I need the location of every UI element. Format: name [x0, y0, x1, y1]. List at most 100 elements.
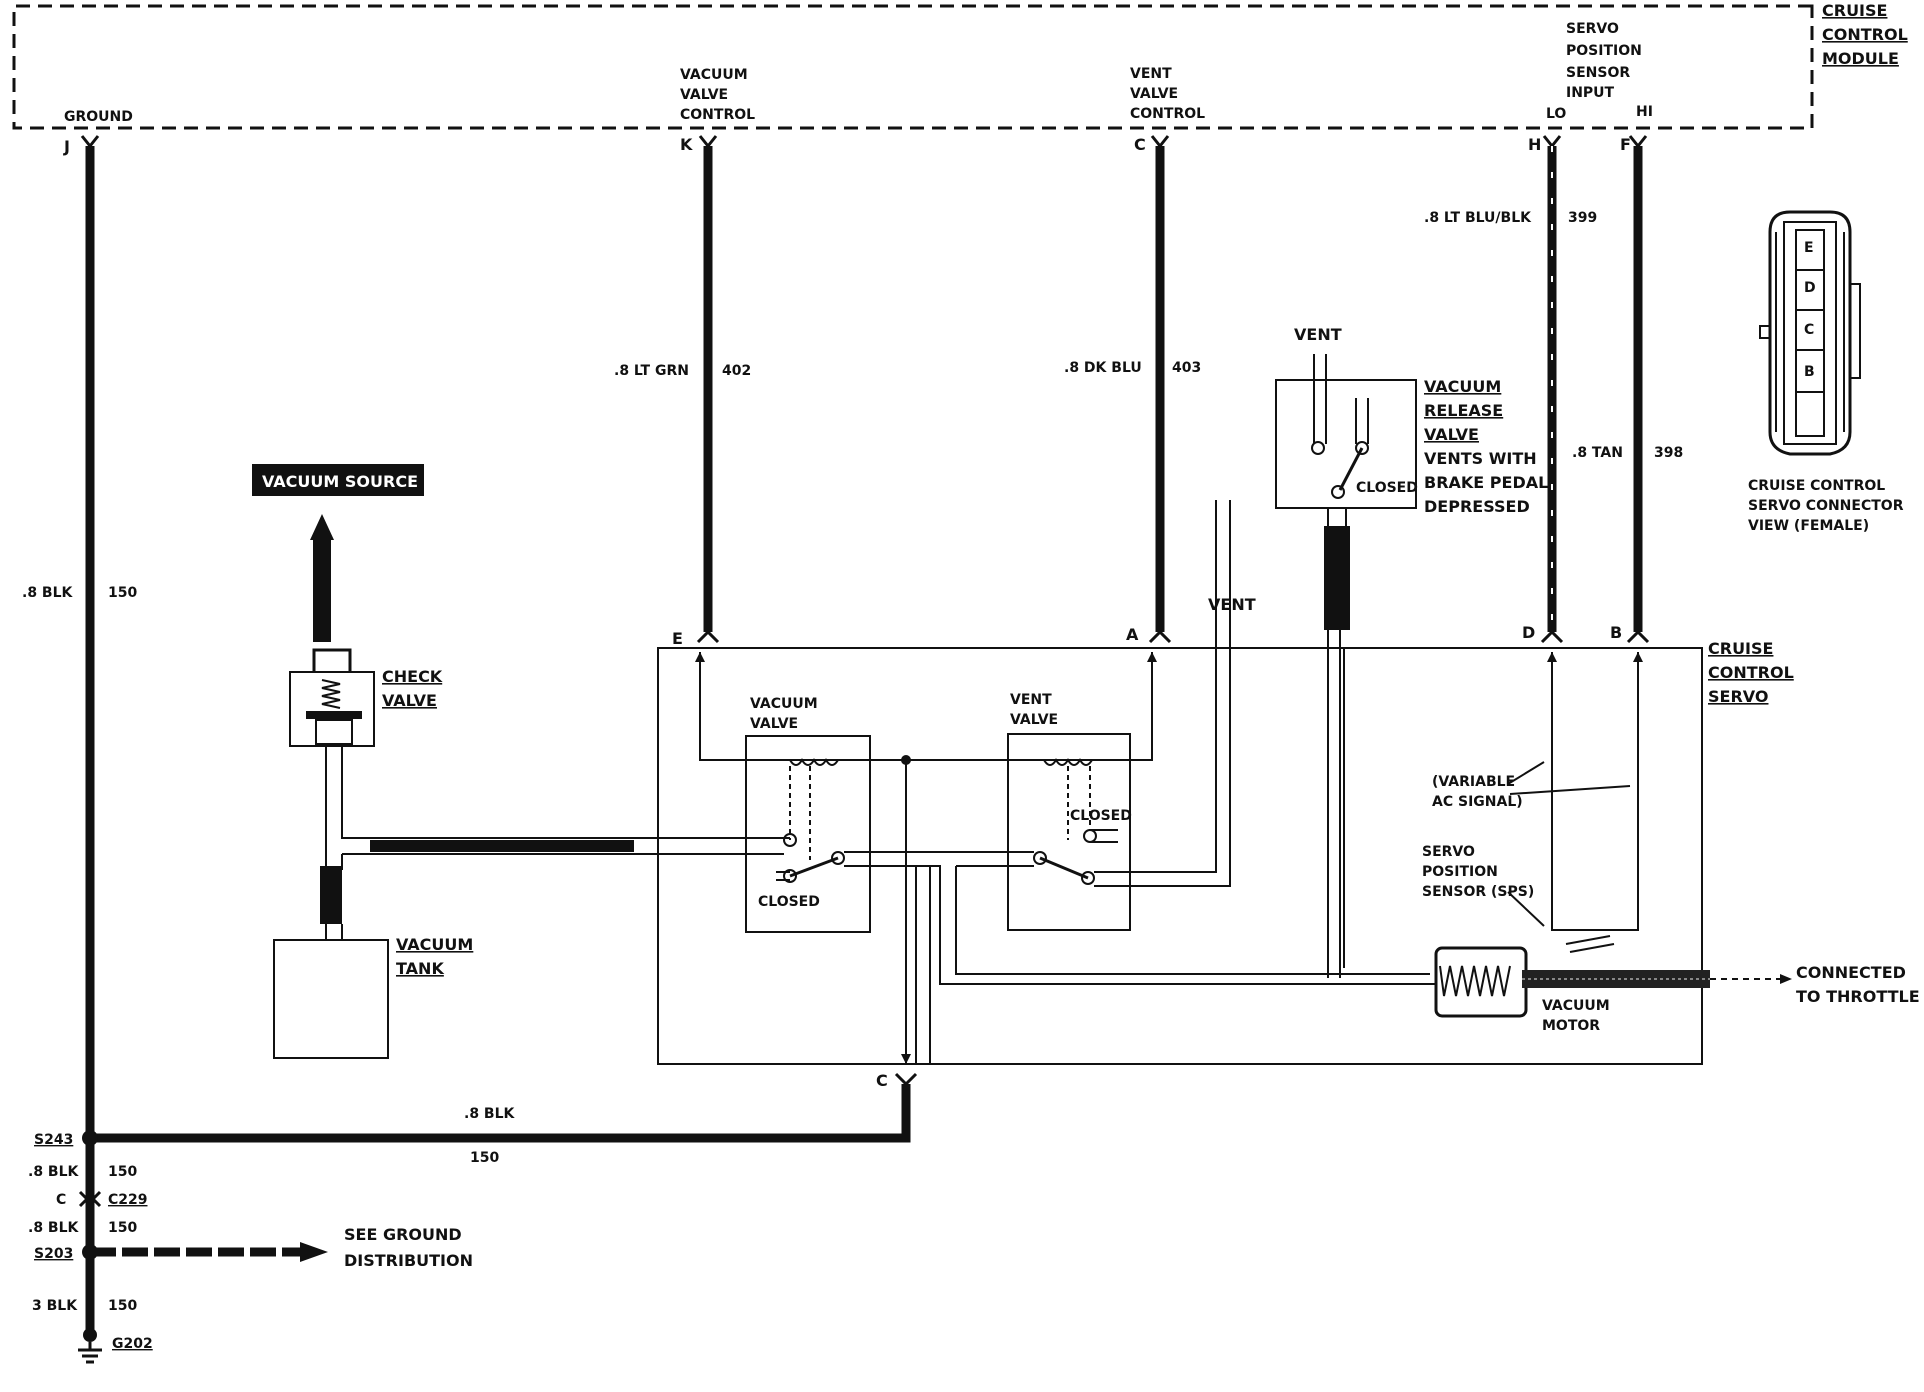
vacuum-source: VACUUM SOURCE	[252, 464, 424, 642]
conn-caption-1: CRUISE CONTROL	[1748, 478, 1885, 494]
closed-vent-label: CLOSED	[1070, 808, 1132, 824]
vacuum-release-2: RELEASE	[1424, 401, 1503, 420]
closed-vacuum-label: CLOSED	[758, 894, 820, 910]
vacuum-valve-coil-icon	[789, 758, 839, 766]
servo-title-2: CONTROL	[1708, 663, 1794, 682]
tan-label: .8 TAN	[1572, 445, 1623, 461]
blk-2-label: .8 BLK	[28, 1164, 80, 1180]
terminal-c	[1150, 135, 1170, 149]
blk-4-num: 150	[108, 1298, 137, 1314]
pin-f: F	[1620, 135, 1631, 154]
servo-pin-a: A	[1126, 625, 1139, 644]
vacuum-release-desc-3: DEPRESSED	[1424, 497, 1530, 516]
terminal-f	[1628, 135, 1648, 149]
vacuum-valve-1: VACUUM	[750, 696, 818, 712]
c229-label: C229	[108, 1192, 148, 1208]
ground-symbol-icon	[78, 1342, 102, 1364]
conn-pin-d: D	[1804, 280, 1816, 296]
terminal-h	[1542, 135, 1562, 149]
sps-2: POSITION	[1422, 864, 1498, 880]
servo-title-3: SERVO	[1708, 687, 1768, 706]
conn-pin-c: C	[1804, 322, 1814, 338]
vacuum-release-desc-1: VENTS WITH	[1424, 449, 1537, 468]
vacuum-motor-1: VACUUM	[1542, 998, 1610, 1014]
terminal-k	[698, 135, 718, 149]
module-pins: J K C H F	[63, 135, 1648, 156]
lt-blu-blk-label: .8 LT BLU/BLK	[1424, 210, 1532, 226]
closed-release-label: CLOSED	[1356, 480, 1418, 496]
vent-mid-label: VENT	[1208, 595, 1256, 614]
pin-h: H	[1528, 135, 1541, 154]
sps-input-3: SENSOR	[1566, 65, 1630, 81]
module-title-1: CRUISE	[1822, 1, 1887, 20]
ground-wire-label: .8 BLK	[22, 585, 74, 601]
vacuum-tank: VACUUM TANK	[273, 924, 473, 1059]
vent-valve-control-1: VENT	[1130, 66, 1172, 82]
vacuum-valve: VACUUM VALVE CLOSED	[745, 696, 871, 933]
hi-label: HI	[1636, 104, 1653, 120]
check-valve-1: CHECK	[382, 667, 443, 686]
vacuum-source-label: VACUUM SOURCE	[262, 472, 418, 491]
vacuum-motor-2: MOTOR	[1542, 1018, 1600, 1034]
throttle-1: CONNECTED	[1796, 963, 1906, 982]
sps-input-2: POSITION	[1566, 43, 1642, 59]
vacuum-motor: VACUUM MOTOR CONNECTED TO THROTTLE	[1434, 946, 1920, 1034]
vacuum-release-1: VACUUM	[1424, 377, 1501, 396]
pin-j: J	[63, 137, 70, 156]
blk-3-label: .8 BLK	[28, 1220, 80, 1236]
servo-pin-b: B	[1610, 623, 1622, 642]
motor-spring-icon	[1439, 965, 1511, 997]
see-ground-2: DISTRIBUTION	[344, 1251, 473, 1270]
splice-s243	[82, 1130, 98, 1146]
vacuum-release-desc-2: BRAKE PEDAL	[1424, 473, 1548, 492]
vent-valve-2: VALVE	[1010, 712, 1058, 728]
blk-horiz-label: .8 BLK	[464, 1106, 516, 1122]
check-valve-spring-icon	[321, 679, 341, 709]
pin-c-top: C	[1134, 135, 1146, 154]
servo-pin-e: E	[672, 629, 683, 648]
vacuum-valve-2: VALVE	[750, 716, 798, 732]
conn-pin-b: B	[1804, 364, 1815, 380]
lt-blu-blk-num: 399	[1568, 210, 1597, 226]
terminal-j	[80, 135, 100, 149]
see-ground-1: SEE GROUND	[344, 1225, 462, 1244]
ground-wire-num: 150	[108, 585, 137, 601]
s203-label: S203	[34, 1246, 73, 1262]
ground-label: GROUND	[64, 109, 133, 125]
servo-pin-c: C	[876, 1071, 888, 1090]
blk-3-num: 150	[108, 1220, 137, 1236]
vacuum-release-valve: VENT CLOSED VACUUM RELEASE VALVE VENTS W…	[1275, 325, 1548, 516]
blk-2-num: 150	[108, 1164, 137, 1180]
vent-valve-control-2: VALVE	[1130, 86, 1178, 102]
vacuum-tank-2: TANK	[396, 959, 444, 978]
servo-pin-d: D	[1522, 623, 1535, 642]
vacuum-valve-control-3: CONTROL	[680, 107, 755, 123]
tan-num: 398	[1654, 445, 1683, 461]
servo-position-sensor: (VARIABLE AC SIGNAL) SERVO POSITION SENS…	[1422, 652, 1643, 953]
lt-grn-label: .8 LT GRN	[614, 363, 689, 379]
ground-splices: S243 .8 BLK 150 C C229 .8 BLK 150 S203 S…	[28, 1130, 473, 1364]
c229-c-label: C	[56, 1192, 66, 1208]
dk-blu-label: .8 DK BLU	[1064, 360, 1142, 376]
vacuum-valve-control-2: VALVE	[680, 87, 728, 103]
vacuum-tank-1: VACUUM	[396, 935, 473, 954]
conn-caption-3: VIEW (FEMALE)	[1748, 518, 1869, 534]
dk-blu-num: 403	[1172, 360, 1201, 376]
pin-k: K	[680, 135, 693, 154]
sps-1: SERVO	[1422, 844, 1475, 860]
blk-horiz-num: 150	[470, 1150, 499, 1166]
sps-input-1: SERVO	[1566, 21, 1619, 37]
servo-title-1: CRUISE	[1708, 639, 1773, 658]
vent-valve: VENT VALVE CLOSED	[1007, 692, 1132, 931]
conn-pin-e: E	[1804, 240, 1814, 256]
sps-input-4: INPUT	[1566, 85, 1615, 101]
throttle-2: TO THROTTLE	[1796, 987, 1920, 1006]
vent-top-label: VENT	[1294, 325, 1342, 344]
cruise-control-module: CRUISE CONTROL MODULE GROUND VACUUM VALV…	[12, 1, 1908, 130]
vent-valve-control-3: CONTROL	[1130, 106, 1205, 122]
variable-ac-1: (VARIABLE	[1432, 774, 1515, 790]
check-valve-2: VALVE	[382, 691, 437, 710]
vacuum-release-3: VALVE	[1424, 425, 1479, 444]
vent-valve-1: VENT	[1010, 692, 1052, 708]
